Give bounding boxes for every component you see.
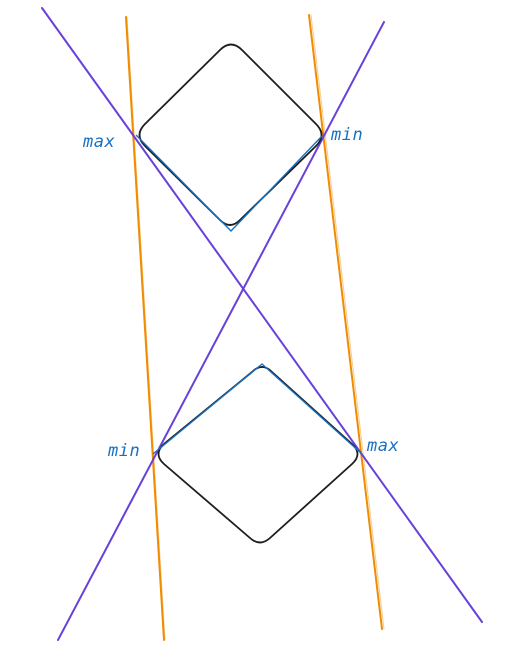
orange-support-lines — [125, 14, 385, 641]
orange-line-left-shadow — [126, 16, 166, 641]
purple-line-descending — [41, 7, 483, 623]
purple-line-ascending — [57, 21, 385, 641]
label-bottom-left: min — [107, 441, 140, 461]
orange-line-left — [125, 16, 165, 641]
orange-line-right-shadow — [310, 14, 385, 630]
label-top-right: min — [330, 125, 363, 145]
purple-support-lines — [41, 7, 483, 641]
top-rounded-diamond — [138, 43, 323, 226]
top-diamond-tangent-edges — [135, 134, 323, 233]
bottom-diamond-tangent-edges — [152, 363, 363, 455]
label-bottom-right: max — [366, 436, 399, 456]
label-top-left: max — [82, 132, 115, 152]
labels: max min min max — [82, 125, 399, 461]
orange-line-right — [308, 14, 383, 630]
